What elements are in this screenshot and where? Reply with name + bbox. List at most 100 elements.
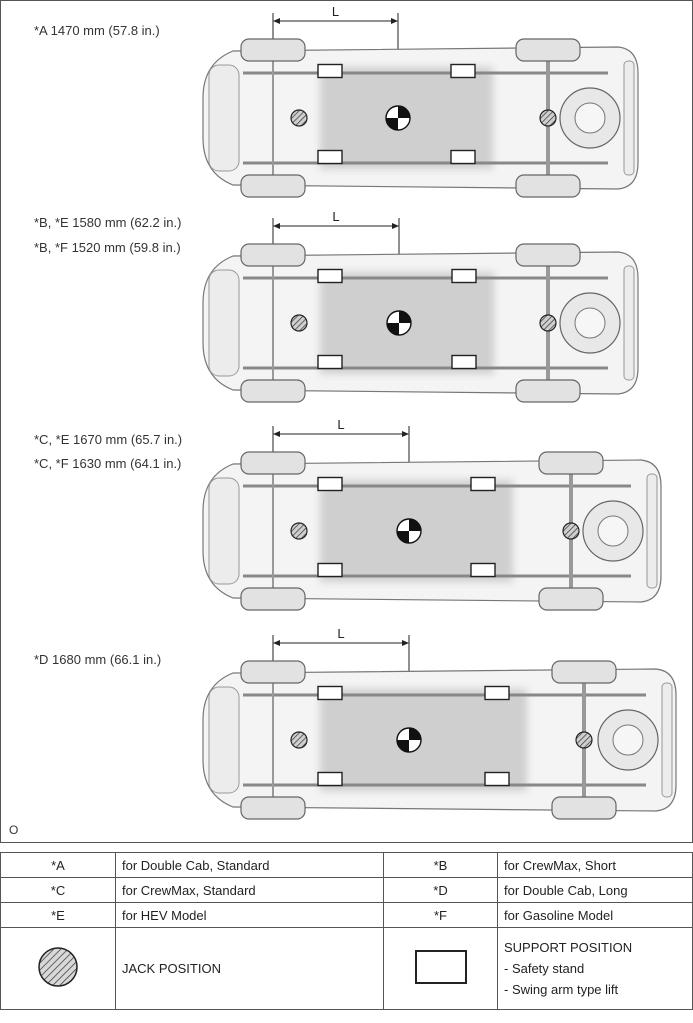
support-position-marker bbox=[451, 268, 477, 284]
wheel bbox=[240, 174, 306, 198]
spare-tire-hub bbox=[612, 724, 644, 756]
front-jack-position-icon bbox=[290, 109, 308, 127]
legend-code: *F bbox=[383, 902, 498, 928]
wheel bbox=[240, 243, 306, 267]
support-position-marker bbox=[317, 685, 343, 701]
support-position-marker bbox=[470, 562, 496, 578]
wheel bbox=[538, 587, 604, 611]
support-item: - Safety stand bbox=[504, 961, 585, 976]
dimension-arrow-right bbox=[402, 431, 409, 437]
cg-quadrant bbox=[399, 311, 411, 323]
rear-bumper bbox=[661, 682, 673, 798]
jack-symbol-cell bbox=[0, 927, 116, 1010]
support-position-marker bbox=[451, 354, 477, 370]
front-jack-position-icon bbox=[290, 731, 308, 749]
vehicle-diagram-4: L bbox=[202, 626, 677, 820]
cg-quadrant bbox=[387, 323, 399, 335]
front-bumper bbox=[208, 686, 240, 794]
legend-code: *C bbox=[0, 877, 116, 903]
front-bumper bbox=[208, 64, 240, 172]
dimension-arrow-right bbox=[402, 640, 409, 646]
wheel bbox=[538, 451, 604, 475]
wheel bbox=[240, 451, 306, 475]
dimension-arrow-left bbox=[273, 223, 280, 229]
front-jack-position-icon bbox=[290, 314, 308, 332]
support-position-marker bbox=[317, 354, 343, 370]
rear-bumper bbox=[646, 473, 658, 589]
front-bumper bbox=[208, 477, 240, 585]
support-position-marker bbox=[484, 685, 510, 701]
support-position-marker bbox=[317, 268, 343, 284]
figure-mark: O bbox=[9, 823, 19, 837]
legend-desc: for Double Cab, Long bbox=[497, 877, 693, 903]
spare-tire-hub bbox=[574, 307, 606, 339]
support-position-marker bbox=[450, 149, 476, 165]
rear-bumper bbox=[623, 265, 635, 381]
legend-code: *B bbox=[383, 852, 498, 878]
wheel bbox=[240, 587, 306, 611]
caption-c-e: *C, *E 1670 mm (65.7 in.) bbox=[34, 432, 183, 447]
spare-tire-hub bbox=[597, 515, 629, 547]
caption-d: *D 1680 mm (66.1 in.) bbox=[34, 652, 162, 667]
support-position-marker bbox=[484, 771, 510, 787]
legend-row: *A for Double Cab, Standard *B for CrewM… bbox=[0, 852, 693, 878]
rear-jack-position-icon bbox=[539, 314, 557, 332]
vehicle-diagrams: L L L L bbox=[202, 4, 677, 820]
legend-desc: for Double Cab, Standard bbox=[115, 852, 384, 878]
legend-table: *A for Double Cab, Standard *B for CrewM… bbox=[0, 852, 693, 1010]
dimension-arrow-right bbox=[391, 18, 398, 24]
cg-quadrant bbox=[409, 728, 421, 740]
support-symbol-cell bbox=[383, 927, 498, 1010]
rear-bumper bbox=[623, 60, 635, 176]
support-position-marker bbox=[317, 771, 343, 787]
dimension-arrow-left bbox=[273, 640, 280, 646]
hatched-circle-icon bbox=[38, 947, 78, 987]
wheel bbox=[515, 174, 581, 198]
spare-tire-hub bbox=[574, 102, 606, 134]
support-position-marker bbox=[317, 149, 343, 165]
vehicle-diagram-3: L bbox=[202, 417, 662, 611]
legend-symbol-row: JACK POSITION SUPPORT POSITION - Safety … bbox=[0, 927, 693, 1010]
support-position-marker bbox=[317, 476, 343, 492]
vehicle-diagram-2: L bbox=[202, 209, 639, 403]
rear-jack-position-icon bbox=[575, 731, 593, 749]
vehicle-diagram-1: L bbox=[202, 4, 639, 198]
dimension-label: L bbox=[332, 4, 339, 19]
rear-jack-position-icon bbox=[539, 109, 557, 127]
wheel bbox=[515, 379, 581, 403]
legend-desc: for HEV Model bbox=[115, 902, 384, 928]
legend-desc: for CrewMax, Standard bbox=[115, 877, 384, 903]
support-position-cell: SUPPORT POSITION - Safety stand - Swing … bbox=[497, 927, 693, 1010]
rectangle-icon bbox=[414, 950, 467, 984]
wheel bbox=[240, 38, 306, 62]
legend-code: *A bbox=[0, 852, 116, 878]
cg-quadrant bbox=[386, 118, 398, 130]
legend-desc: for CrewMax, Short bbox=[497, 852, 693, 878]
front-jack-position-icon bbox=[290, 522, 308, 540]
cg-quadrant bbox=[409, 519, 421, 531]
cg-quadrant bbox=[398, 106, 410, 118]
dimension-arrow-left bbox=[273, 18, 280, 24]
legend-row: *E for HEV Model *F for Gasoline Model bbox=[0, 902, 693, 928]
caption-b-f: *B, *F 1520 mm (59.8 in.) bbox=[34, 240, 181, 255]
legend-code: *E bbox=[0, 902, 116, 928]
wheel bbox=[515, 243, 581, 267]
dimension-label: L bbox=[337, 626, 344, 641]
support-position-marker bbox=[317, 562, 343, 578]
wheel bbox=[240, 796, 306, 820]
jack-position-label: JACK POSITION bbox=[115, 927, 384, 1010]
caption-b-e: *B, *E 1580 mm (62.2 in.) bbox=[34, 215, 182, 230]
wheel bbox=[240, 379, 306, 403]
legend-code: *D bbox=[383, 877, 498, 903]
dimension-arrow-left bbox=[273, 431, 280, 437]
cg-quadrant bbox=[397, 740, 409, 752]
support-position-marker bbox=[470, 476, 496, 492]
support-item: - Swing arm type lift bbox=[504, 982, 619, 997]
support-position-marker bbox=[450, 63, 476, 79]
dimension-label: L bbox=[337, 417, 344, 432]
wheel bbox=[240, 660, 306, 684]
caption-c-f: *C, *F 1630 mm (64.1 in.) bbox=[34, 456, 182, 471]
dimension-label: L bbox=[332, 209, 339, 224]
wheel bbox=[515, 38, 581, 62]
